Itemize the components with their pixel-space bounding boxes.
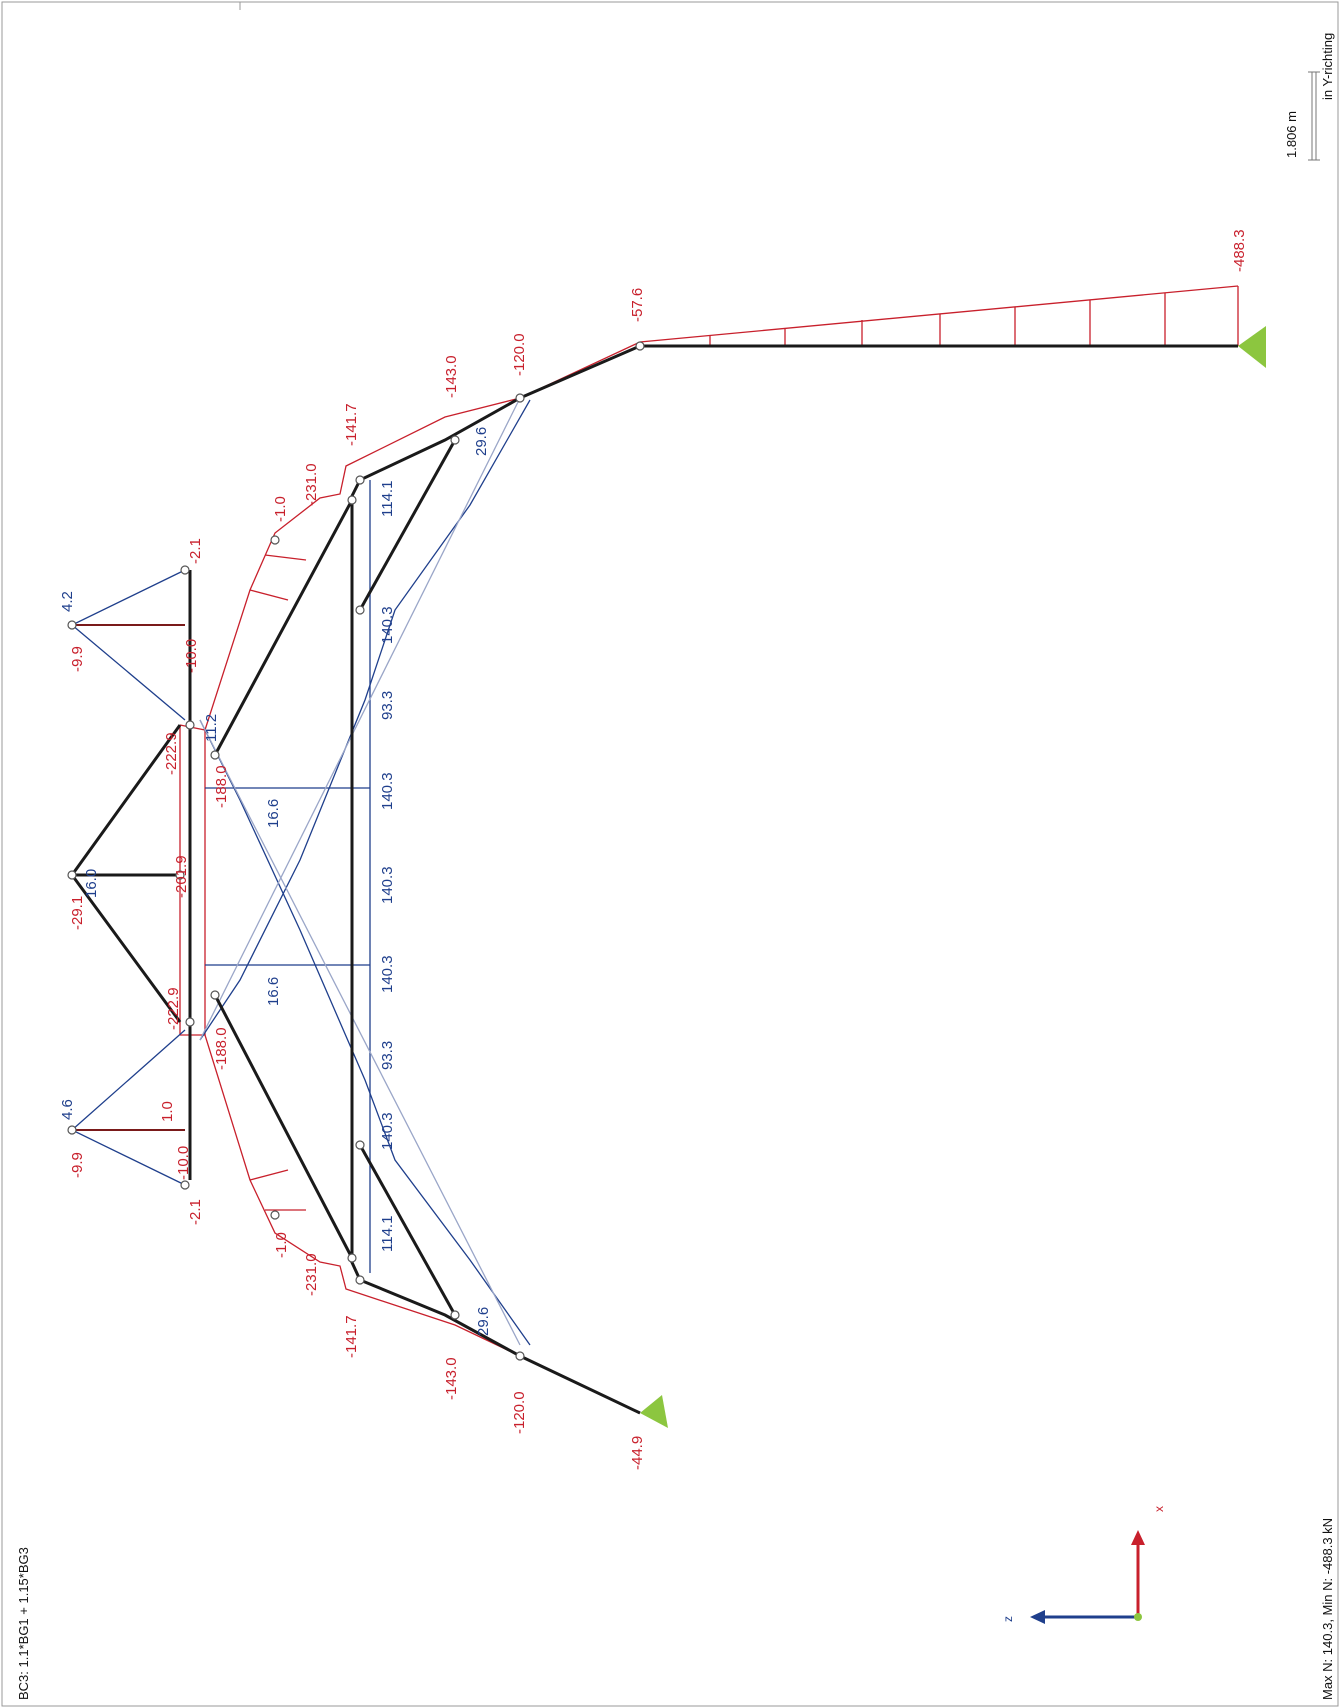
force-label: 114.1 xyxy=(379,1216,396,1252)
force-label: 16.6 xyxy=(265,977,282,1006)
force-label: -2.1 xyxy=(187,538,204,564)
z-axis-arrowhead xyxy=(1030,1610,1045,1624)
force-label: -231.0 xyxy=(303,1253,320,1296)
direction-label: in Y-richting xyxy=(1320,33,1335,100)
force-label: 140.3 xyxy=(379,866,396,904)
compression-labels: -9.9 -2.1 -1.0 -231.0 -141.7 -143.0 -120… xyxy=(69,229,1248,1470)
force-label: -141.7 xyxy=(343,403,360,446)
scale-label: 1.806 m xyxy=(1284,111,1299,158)
force-label: 1.0 xyxy=(159,1101,176,1122)
force-label: -1.0 xyxy=(273,1232,290,1258)
compression-diagram xyxy=(179,285,1239,1414)
force-label: 140.3 xyxy=(379,606,396,644)
force-label: -188.0 xyxy=(213,1027,230,1070)
force-label: 93.3 xyxy=(379,1041,396,1070)
force-label: 29.6 xyxy=(475,1307,492,1336)
force-label: -143.0 xyxy=(443,1357,460,1400)
force-label: -188.0 xyxy=(213,765,230,808)
force-label: -222.9 xyxy=(165,987,182,1030)
member-right-rafter xyxy=(348,344,641,501)
force-label: -222.9 xyxy=(163,732,180,775)
force-label: 11.2 xyxy=(203,714,220,742)
tension-diagonal-gray-1 xyxy=(199,397,521,1041)
x-axis-label: x xyxy=(1152,1506,1166,1512)
member-roof-peak-right xyxy=(70,569,186,721)
tension-labels: 4.2 114.1 140.3 93.3 140.3 140.3 140.3 9… xyxy=(59,427,492,1336)
member-brace-left xyxy=(358,1144,457,1316)
scale-bar xyxy=(1308,71,1320,161)
structure-members xyxy=(70,344,1238,1415)
axis-origin xyxy=(1134,1613,1142,1621)
force-label: -10.0 xyxy=(175,1146,192,1180)
force-label: 140.3 xyxy=(379,955,396,993)
force-label: 29.6 xyxy=(473,427,490,456)
member-left-rafter xyxy=(348,1257,641,1415)
tension-outline-left xyxy=(199,719,531,1346)
force-label: 16.6 xyxy=(265,799,282,828)
force-label: -120.0 xyxy=(511,333,528,376)
force-label: -57.6 xyxy=(629,288,646,322)
z-axis-label: z xyxy=(1001,1616,1015,1622)
force-label: 4.6 xyxy=(59,1099,76,1120)
force-label: -231.0 xyxy=(303,463,320,506)
force-label: -9.9 xyxy=(69,646,86,672)
force-label: -201.9 xyxy=(173,855,190,898)
force-label: -44.9 xyxy=(629,1436,646,1470)
force-label: -10.0 xyxy=(183,639,200,673)
compression-outline-right xyxy=(179,285,1239,731)
tension-diagram xyxy=(199,397,531,1346)
structure-nodes xyxy=(67,341,645,1361)
force-label: -2.1 xyxy=(187,1199,204,1225)
member-brace-right xyxy=(358,439,457,611)
axis-triad: x z xyxy=(1001,1506,1166,1624)
member-diagonal-left xyxy=(213,994,354,1259)
force-label: 140.3 xyxy=(379,1112,396,1150)
support-left xyxy=(640,1395,668,1428)
compression-hatch xyxy=(249,286,1239,1211)
force-label: -29.1 xyxy=(69,896,86,930)
member-diagonal-right xyxy=(213,499,354,756)
force-label: 4.2 xyxy=(59,591,76,612)
summary-label: Max N: 140.3, Min N: -488.3 kN xyxy=(1320,1518,1335,1700)
force-label: 114.1 xyxy=(379,481,396,517)
force-label: -120.0 xyxy=(511,1391,528,1434)
force-label: -143.0 xyxy=(443,355,460,398)
tension-diagonal-gray-2 xyxy=(199,719,521,1346)
force-label: 93.3 xyxy=(379,691,396,720)
x-axis-arrowhead xyxy=(1131,1530,1145,1545)
force-label: 140.3 xyxy=(379,772,396,810)
tension-outline-right xyxy=(199,399,531,1041)
support-right xyxy=(1238,326,1266,368)
load-combination-title: BC3: 1.1*BG1 + 1.15*BG3 xyxy=(16,1547,31,1700)
force-label: -141.7 xyxy=(343,1315,360,1358)
force-label: -9.9 xyxy=(69,1152,86,1178)
force-label: -1.0 xyxy=(272,496,289,522)
force-label: -488.3 xyxy=(1231,229,1248,272)
force-label: 16.0 xyxy=(83,869,100,898)
compression-outline-left xyxy=(180,1034,641,1414)
